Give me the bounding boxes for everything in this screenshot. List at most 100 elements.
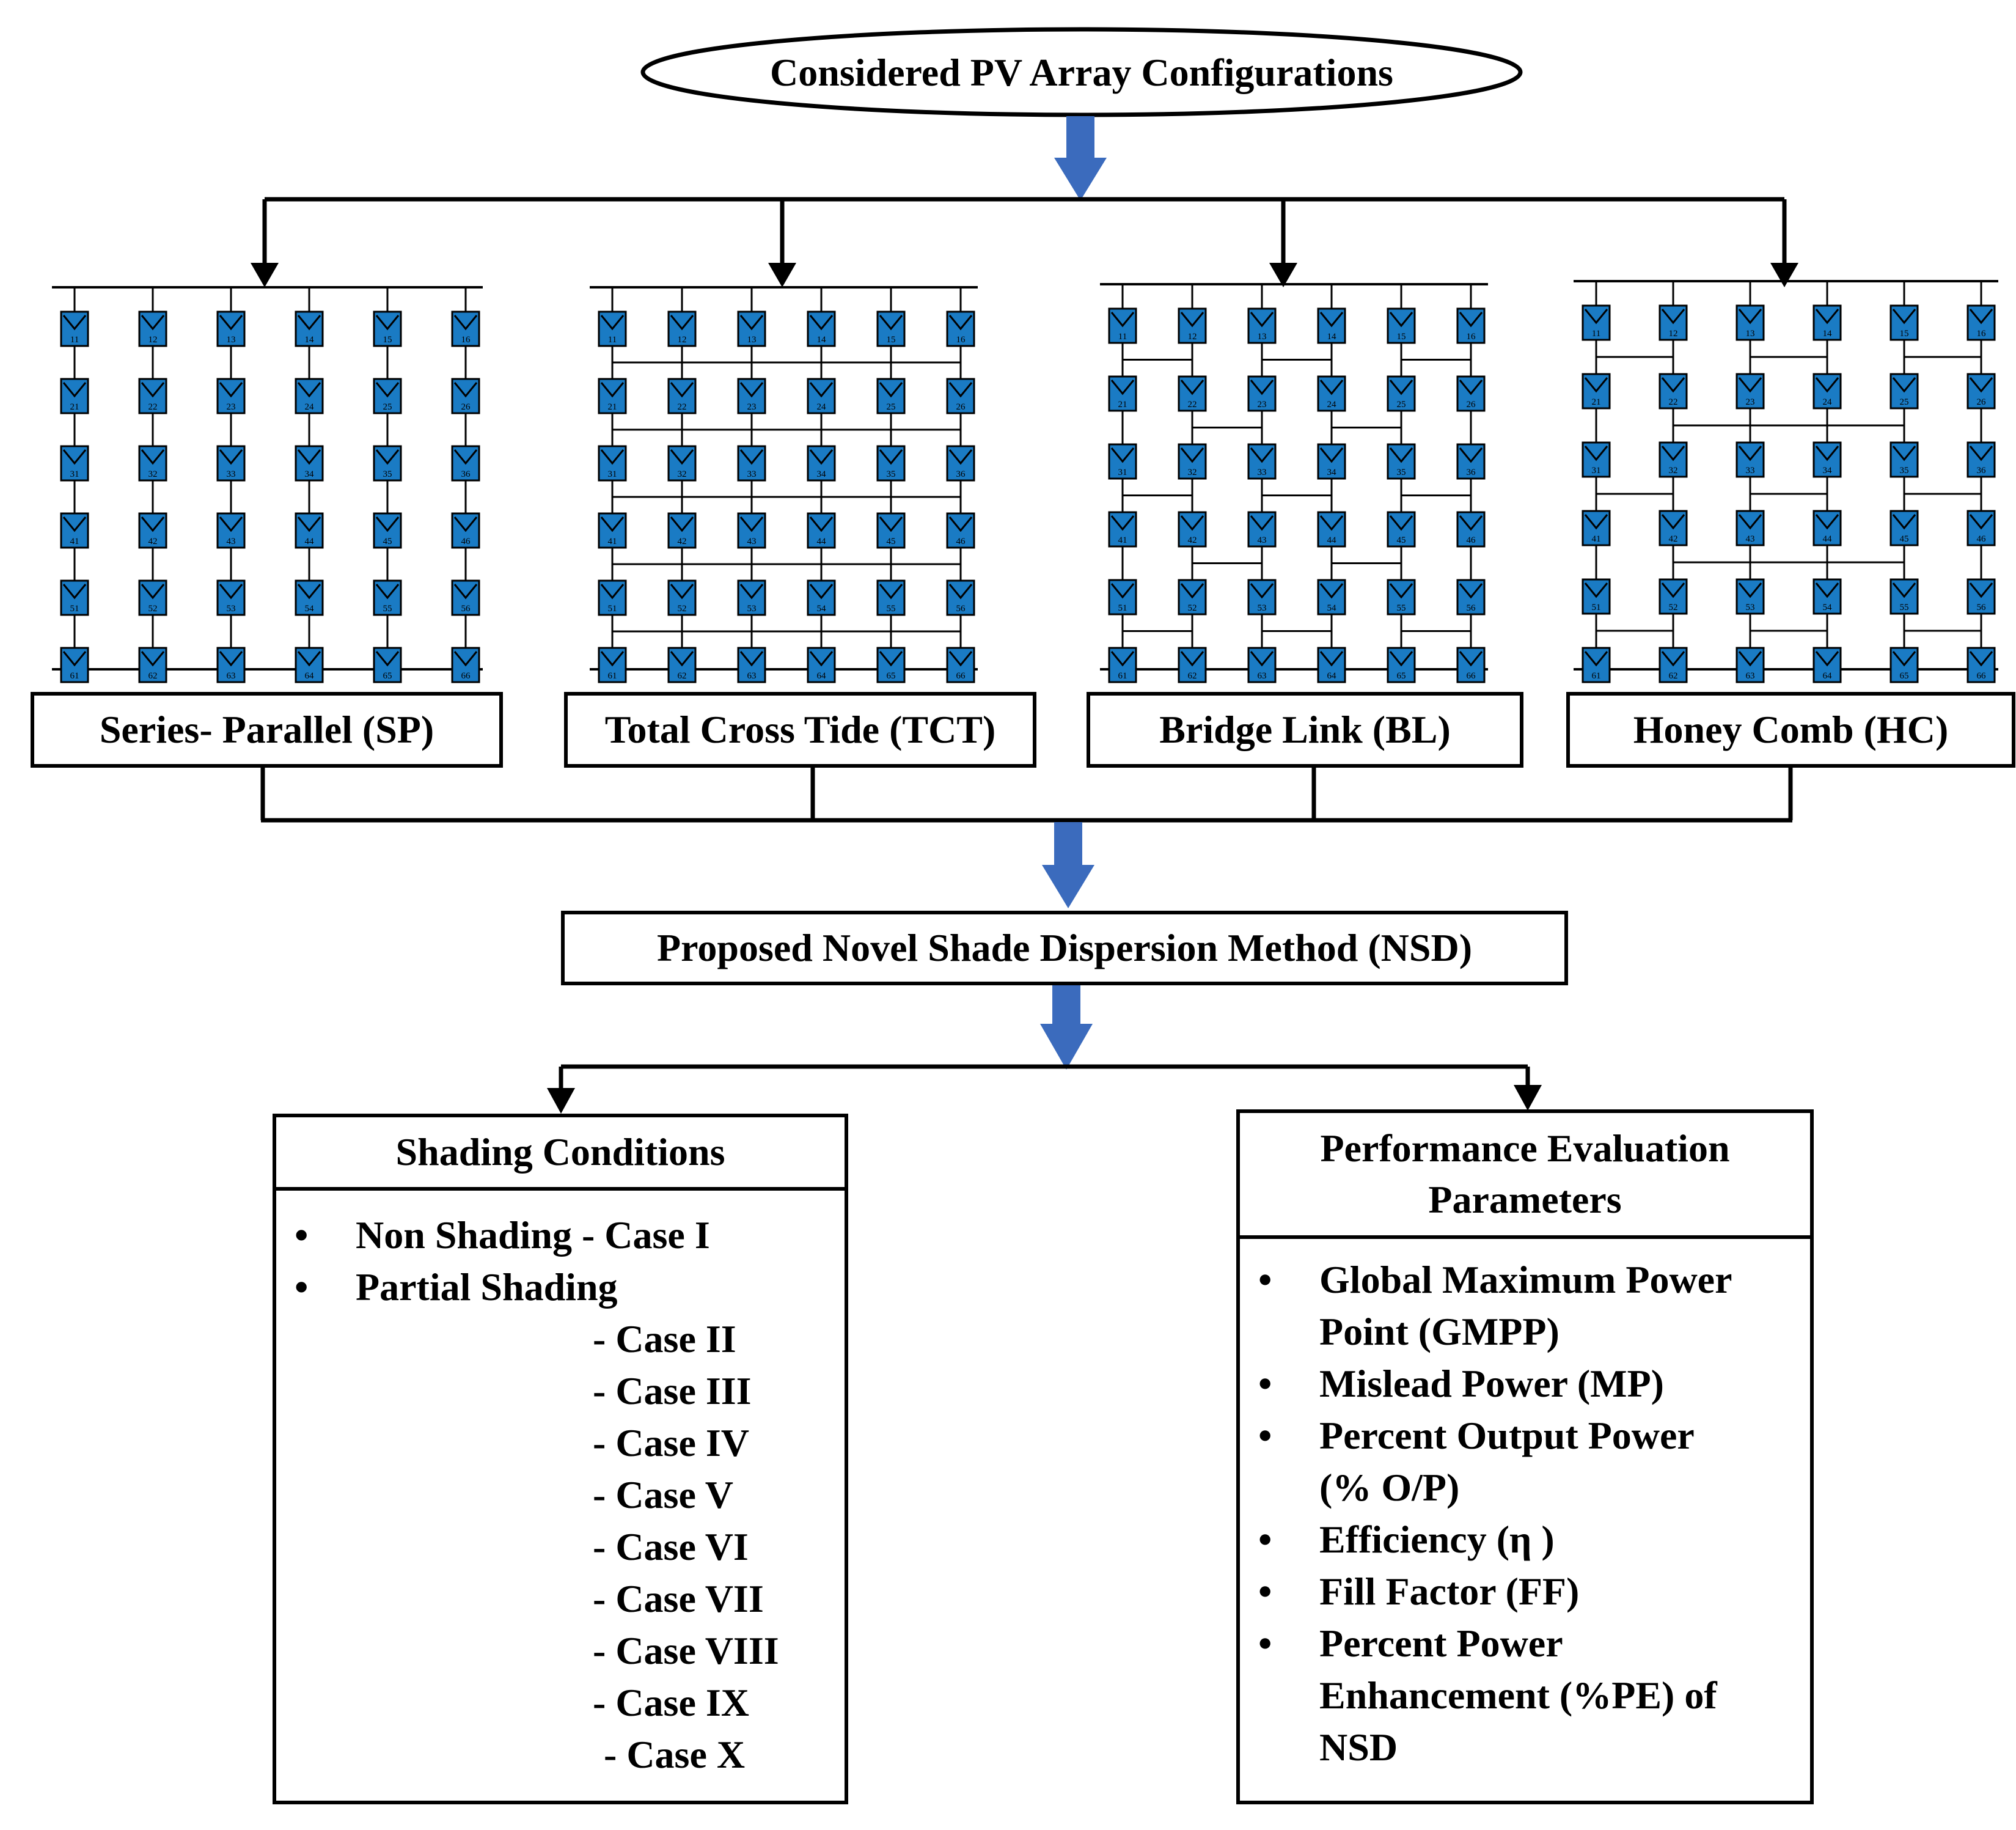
module-id: 26: [956, 402, 966, 412]
pv-module: 42: [667, 512, 697, 549]
case-item: - Case VII: [593, 1577, 764, 1620]
shading-item-label: Partial Shading: [356, 1265, 618, 1309]
pv-module: 46: [451, 512, 480, 549]
config-box-tct: Total Cross Tide (TCT): [564, 692, 1036, 768]
pv-module: 13: [1247, 307, 1277, 344]
module-id: 11: [70, 335, 79, 345]
module-id: 35: [1900, 466, 1909, 476]
module-id: 21: [1592, 397, 1601, 407]
pv-module: 46: [1967, 510, 1996, 546]
pv-module: 12: [667, 311, 697, 347]
pv-module: 34: [295, 445, 324, 482]
pv-module: 61: [1108, 647, 1137, 683]
module-id: 24: [1823, 397, 1833, 407]
module-id: 14: [1823, 329, 1833, 339]
module-id: 21: [70, 402, 79, 412]
module-id: 22: [148, 402, 158, 412]
module-id: 53: [227, 604, 236, 614]
module-id: 44: [305, 537, 315, 546]
pv-module: 44: [295, 512, 324, 549]
module-id: 22: [1188, 400, 1197, 410]
pv-module: 33: [1736, 441, 1765, 478]
pv-module: 64: [807, 647, 836, 683]
module-id: 16: [1977, 329, 1987, 339]
pv-module: 54: [295, 579, 324, 616]
pv-module: 44: [1813, 510, 1842, 546]
module-id: 55: [1900, 603, 1909, 612]
module-id: 31: [70, 469, 79, 479]
pv-module: 12: [1178, 307, 1207, 344]
module-id: 35: [383, 469, 392, 479]
pv-module: 11: [60, 311, 89, 347]
module-id: 44: [1327, 535, 1337, 545]
pv-module: 61: [1582, 647, 1611, 683]
pv-module: 51: [60, 579, 89, 616]
module-id: 46: [1467, 535, 1476, 545]
module-id: 46: [956, 537, 966, 546]
bullet-icon: •: [295, 1265, 309, 1309]
pv-module: 62: [1178, 647, 1207, 683]
module-id: 13: [747, 335, 757, 345]
pv-module: 52: [138, 579, 167, 616]
bullet-icon: •: [1258, 1414, 1272, 1457]
top-connector: [262, 197, 1787, 269]
config-label-tct: Total Cross Tide (TCT): [604, 708, 996, 751]
module-id: 36: [1977, 466, 1987, 476]
performance-item-line: Point (GMPP): [1319, 1310, 1560, 1353]
pv-module: 12: [1659, 304, 1688, 341]
module-id: 14: [305, 335, 315, 345]
module-id: 16: [1467, 332, 1476, 342]
pv-module: 21: [60, 378, 89, 414]
pv-module: 45: [373, 512, 402, 549]
pv-module: 43: [1247, 511, 1277, 548]
pv-module: 63: [216, 647, 246, 683]
pv-module: 11: [1582, 304, 1611, 341]
pv-module: 56: [946, 579, 975, 616]
pv-module: 11: [1108, 307, 1137, 344]
module-id: 23: [747, 402, 757, 412]
blue-down-arrow-3: [1040, 981, 1093, 1070]
performance-item-line: (% O/P): [1319, 1466, 1460, 1509]
method-label: Proposed Novel Shade Dispersion Method (…: [657, 926, 1472, 969]
module-id: 53: [1746, 603, 1755, 612]
pv-module: 36: [1456, 443, 1486, 480]
module-id: 52: [1669, 603, 1678, 612]
pv-module: 51: [598, 579, 627, 616]
module-id: 13: [227, 335, 236, 345]
module-id: 14: [817, 335, 827, 345]
pv-module: 53: [1247, 579, 1277, 616]
pv-module: 24: [295, 378, 324, 414]
module-id: 44: [817, 537, 827, 546]
pv-module: 62: [138, 647, 167, 683]
module-id: 23: [1258, 400, 1267, 410]
module-id: 46: [1977, 534, 1987, 544]
module-id: 41: [1118, 535, 1127, 545]
module-id: 53: [747, 604, 757, 614]
split-connector: [559, 1064, 1530, 1094]
module-id: 21: [608, 402, 617, 412]
module-id: 26: [1467, 400, 1476, 410]
pv-module: 41: [60, 512, 89, 549]
module-id: 15: [1397, 332, 1406, 342]
module-id: 62: [678, 671, 687, 681]
config-box-hc: Honey Comb (HC): [1566, 692, 2015, 768]
pv-module: 31: [60, 445, 89, 482]
module-id: 11: [1592, 329, 1600, 339]
pv-module: 34: [1317, 443, 1346, 480]
module-id: 31: [1118, 468, 1127, 477]
performance-list: • Global Maximum Power Point (GMPP) • Mi…: [1240, 1254, 1810, 1773]
pv-module: 32: [138, 445, 167, 482]
module-id: 42: [1188, 535, 1197, 545]
pv-module: 63: [1736, 647, 1765, 683]
module-id: 66: [1977, 671, 1987, 681]
pv-module: 14: [1317, 307, 1346, 344]
pv-module: 32: [1178, 443, 1207, 480]
case-item: - Case VI: [593, 1525, 749, 1568]
pv-module: 65: [876, 647, 906, 683]
pv-module: 41: [598, 512, 627, 549]
pv-module: 56: [451, 579, 480, 616]
module-id: 35: [887, 469, 896, 479]
module-id: 43: [1258, 535, 1267, 545]
